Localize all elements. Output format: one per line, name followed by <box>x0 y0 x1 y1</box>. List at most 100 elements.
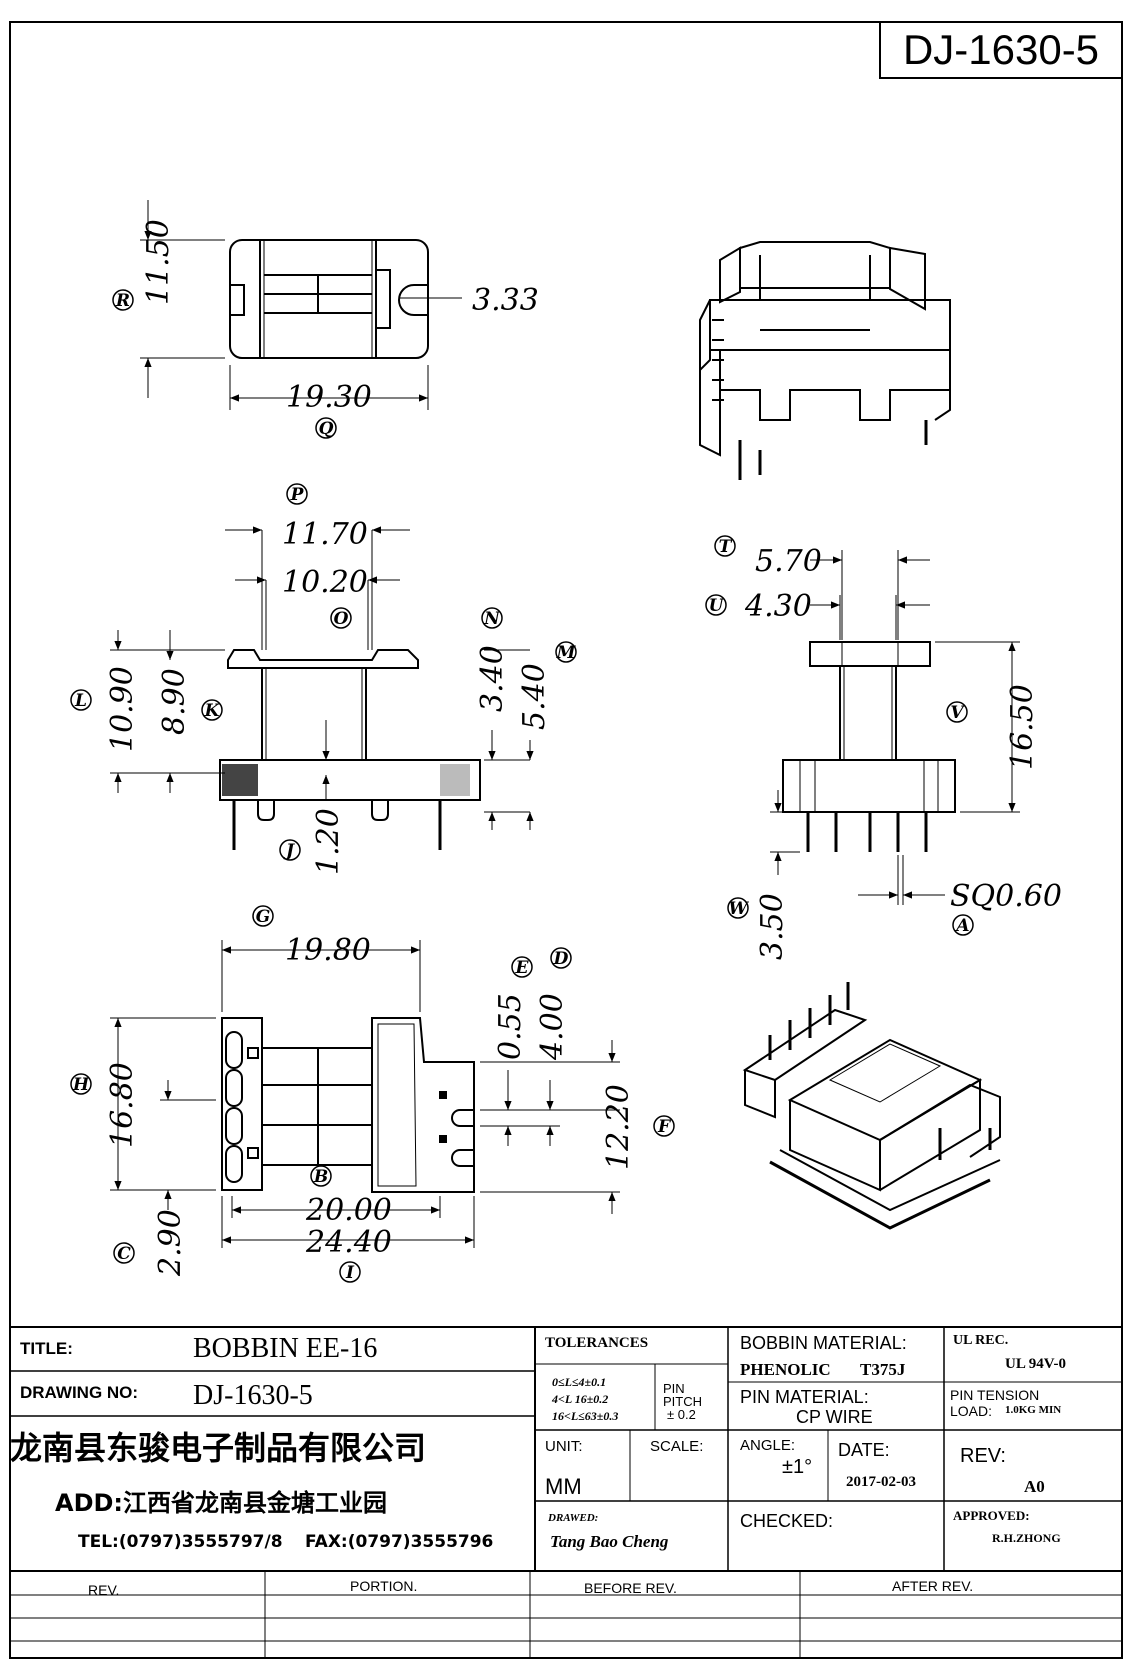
svg-text:B: B <box>313 1167 328 1187</box>
rev-header-before: BEFORE REV. <box>584 1580 677 1596</box>
svg-text:M: M <box>556 643 577 663</box>
callout-base-height: N <box>481 607 503 629</box>
dim-top-height: 11.50 <box>141 219 176 305</box>
drawing-id: DJ-1630-5 <box>903 26 1099 73</box>
callout-side-top-width: T <box>714 535 736 557</box>
drawing-id-box <box>879 21 1123 79</box>
title-value: BOBBIN EE-16 <box>193 1333 378 1364</box>
svg-text:G: G <box>256 907 271 927</box>
title-label: TITLE: <box>20 1339 73 1358</box>
svg-text:N: N <box>483 609 501 629</box>
isometric-view-bottom <box>742 982 1001 1230</box>
svg-text:A: A <box>954 916 969 936</box>
drawing-no-value: DJ-1630-5 <box>193 1380 313 1411</box>
callout-bottom-pin-offset: C <box>113 1242 135 1264</box>
pin-pitch-label-1: PIN <box>663 1381 685 1396</box>
dim-side-core-width: 4.30 <box>744 589 812 624</box>
dim-bottom-top-width: 19.80 <box>285 933 371 968</box>
dim-bottom-overall-width: 24.40 <box>305 1225 392 1260</box>
top-view <box>229 239 429 359</box>
callout-pin-length: W <box>727 897 749 919</box>
svg-text:Q: Q <box>319 419 334 439</box>
bottom-view-dimensions <box>110 940 620 1248</box>
approved-by: R.H.ZHONG <box>992 1531 1061 1545</box>
tolerance-line-3: 16<L≤63±0.3 <box>552 1409 619 1423</box>
callout-top-height: R <box>112 289 134 311</box>
svg-text:O: O <box>334 609 349 629</box>
drawn-label: DRAWED: <box>548 1512 599 1524</box>
pin-pitch-label-2: PITCH <box>663 1394 702 1409</box>
tolerances-heading: TOLERANCES <box>545 1335 649 1351</box>
dim-gap: 1.20 <box>311 808 346 875</box>
svg-text:P: P <box>290 485 305 505</box>
angle-label: ANGLE: <box>740 1437 796 1454</box>
callout-pin-size: A <box>952 914 974 936</box>
callout-bottom-pin-row: B <box>310 1165 332 1187</box>
callout-base-total: M <box>555 641 577 663</box>
callout-overall-height: L <box>70 689 92 711</box>
pin-pitch-value: ± 0.2 <box>667 1407 696 1422</box>
rev-label: REV: <box>960 1445 1006 1467</box>
dim-bottom-body-height: 12.20 <box>601 1084 636 1170</box>
svg-text:W: W <box>728 899 749 919</box>
callout-flange-outer: P <box>286 483 308 505</box>
drawing-no-label: DRAWING NO: <box>20 1383 139 1402</box>
company-address: ADD:江西省龙南县金塘工业园 <box>55 1489 388 1517</box>
dim-flange-inner: 10.20 <box>282 565 368 600</box>
date-value: 2017-02-03 <box>846 1474 916 1490</box>
callout-flange-inner: O <box>330 607 352 629</box>
company-tel: TEL:(0797)3555797/8 <box>78 1532 283 1552</box>
callout-body-height: K <box>201 699 223 721</box>
isometric-view-top <box>699 241 951 480</box>
callout-bottom-top-width: G <box>252 905 274 927</box>
rev-header-portion: PORTION. <box>350 1578 418 1594</box>
dim-base-height: 3.40 <box>475 645 510 712</box>
rev-header-rev: REV. <box>88 1582 120 1598</box>
svg-text:I: I <box>345 1263 355 1283</box>
load-label: LOAD: <box>950 1403 993 1419</box>
side-view-dimensions <box>770 550 1020 905</box>
rev-value: A0 <box>1024 1477 1045 1496</box>
svg-text:D: D <box>553 949 569 969</box>
bobbin-material-grade: T375J <box>860 1360 906 1379</box>
callout-side-core-width: U <box>705 594 727 616</box>
bottom-view <box>221 1017 475 1193</box>
dim-bottom-pin-row: 20.00 <box>305 1193 392 1228</box>
approved-label: APPROVED: <box>953 1508 1030 1523</box>
dim-bottom-height: 16.80 <box>105 1062 140 1148</box>
date-label: DATE: <box>838 1440 890 1460</box>
dim-overall-height: 10.90 <box>105 666 140 752</box>
tolerance-line-2: 4<L 16±0.2 <box>552 1392 609 1406</box>
front-view <box>219 649 481 850</box>
title-block-grid <box>10 1326 1122 1658</box>
callout-top-width: Q <box>315 417 337 439</box>
company-fax: FAX:(0797)3555796 <box>305 1532 494 1552</box>
load-value: 1.0KG MIN <box>1005 1404 1062 1416</box>
svg-text:K: K <box>204 701 221 721</box>
front-view-dimensions <box>110 526 534 830</box>
svg-text:C: C <box>117 1244 131 1264</box>
callout-bottom-slot: E <box>511 956 533 978</box>
callout-bottom-body-height: F <box>653 1115 675 1137</box>
top-view-dimensions <box>140 200 462 410</box>
callout-gap: J <box>279 839 301 861</box>
dim-pin-size: SQ0.60 <box>950 879 1062 914</box>
svg-text:L: L <box>74 691 87 711</box>
rev-header-after: AFTER REV. <box>892 1578 974 1594</box>
callout-side-height: V <box>946 701 968 723</box>
ul-value: UL 94V-0 <box>1005 1356 1066 1372</box>
sheet-border <box>9 21 1123 1659</box>
svg-text:T: T <box>719 537 733 557</box>
unit-value: MM <box>545 1474 582 1499</box>
dim-base-total: 5.40 <box>517 663 552 730</box>
dim-top-width: 19.30 <box>286 380 372 415</box>
checked-label: CHECKED: <box>740 1511 834 1531</box>
dim-top-slot: 3.33 <box>472 283 539 318</box>
pin-material-value: CP WIRE <box>796 1407 873 1427</box>
side-view <box>782 641 956 852</box>
svg-text:J: J <box>283 841 295 861</box>
ul-label: UL REC. <box>953 1333 1009 1348</box>
angle-value: ±1° <box>782 1456 813 1478</box>
bobbin-material-value: PHENOLIC <box>740 1360 831 1379</box>
